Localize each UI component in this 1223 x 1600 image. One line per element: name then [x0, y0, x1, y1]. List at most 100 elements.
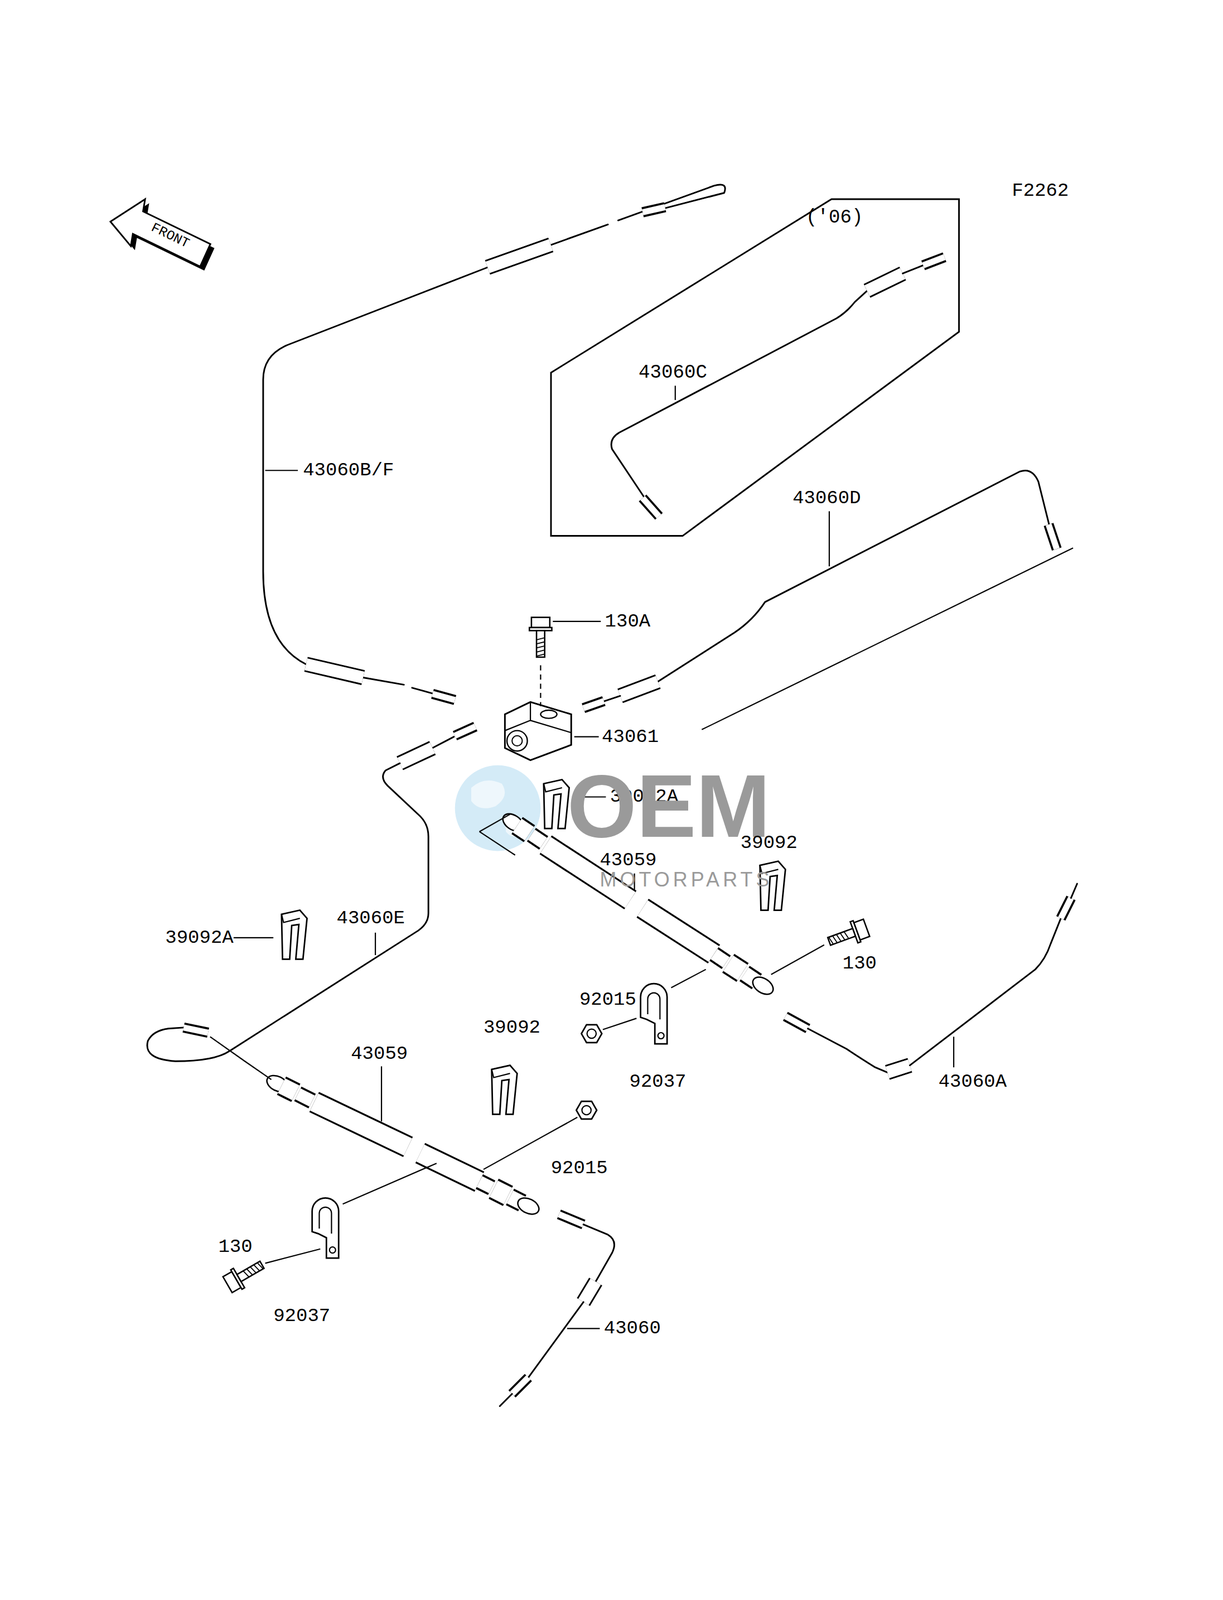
year-variant-box: ('06)43060C — [550, 199, 960, 536]
brake-pipe — [808, 1028, 888, 1073]
callout-number: 43059 — [599, 850, 657, 870]
brake-pipe — [887, 1065, 910, 1073]
brake-hose — [531, 834, 544, 843]
brake-hose — [531, 834, 544, 843]
brake-pipe — [1070, 883, 1077, 898]
leader-line — [479, 814, 516, 855]
brake-pipe — [1060, 897, 1071, 919]
callout-number: 43060E — [336, 908, 405, 928]
callout-number: 39092 — [740, 833, 798, 853]
brake-pipe — [909, 917, 1061, 1065]
callout-number: 130 — [842, 953, 877, 973]
brake-hose — [713, 953, 727, 963]
brake-hose — [281, 1085, 297, 1093]
leader-line — [602, 1017, 637, 1029]
leader-line — [539, 665, 541, 707]
figure-code: F2262 — [1011, 181, 1069, 201]
callout-number: 39092A — [165, 927, 234, 947]
brake-hose — [297, 1093, 313, 1101]
callout-number: 130 — [218, 1236, 253, 1256]
nut-symbol — [576, 1100, 597, 1119]
brake-pipe — [642, 206, 665, 212]
brake-pipe — [528, 1301, 584, 1377]
brake-pipe — [558, 1214, 584, 1225]
brake-pipe — [487, 244, 551, 268]
brake-pipe — [583, 470, 1057, 708]
brake-pipe — [867, 273, 903, 291]
callout-number: 92015 — [579, 989, 637, 1009]
brake-pipe — [642, 206, 665, 212]
brake-pipe — [620, 681, 659, 696]
brake-pipe — [922, 257, 945, 266]
direction-arrow: FRONT — [110, 199, 213, 281]
leader-line — [828, 510, 830, 567]
leader-line — [674, 385, 676, 400]
clamp-symbol — [640, 983, 668, 1044]
node-label: 43060C — [638, 362, 708, 382]
brake-pipe — [583, 1224, 615, 1281]
leader-line — [574, 736, 599, 738]
brake-hose — [515, 1194, 542, 1218]
watermark-globe — [455, 765, 541, 852]
brake-hose — [281, 1085, 297, 1093]
clamp-symbol — [312, 1197, 340, 1258]
callout-number: 43060D — [792, 488, 861, 508]
node-outline — [110, 199, 213, 281]
brake-hose — [516, 825, 530, 834]
brake-pipe — [147, 762, 429, 1061]
brake-hose — [493, 1188, 509, 1196]
brake-pipe — [583, 1280, 596, 1302]
brake-pipe — [455, 726, 476, 736]
callout-number: 43060 — [603, 1318, 661, 1338]
watermark: OEM — [567, 761, 771, 851]
leader-line — [342, 1162, 437, 1204]
brake-pipe — [263, 267, 488, 664]
brake-pipe — [499, 1214, 615, 1406]
brake-pipe — [1060, 897, 1071, 919]
joint-block — [504, 701, 572, 733]
brake-pipe — [785, 1016, 808, 1029]
brake-hose — [749, 973, 777, 998]
brake-pipe — [432, 693, 456, 700]
clip-symbol — [491, 1065, 518, 1115]
leader-line — [701, 547, 1073, 730]
brake-hose — [493, 1188, 509, 1196]
callout-number: 43060A — [938, 1071, 1007, 1091]
watermark: MOTORPARTS — [599, 869, 773, 890]
brake-pipe — [183, 1027, 209, 1033]
leader-line — [380, 1065, 383, 1121]
leader-line — [567, 1327, 601, 1329]
brake-pipe — [658, 470, 1051, 681]
brake-pipe — [511, 1376, 529, 1394]
joint-block — [506, 730, 528, 752]
brake-pipe — [432, 693, 456, 700]
brake-pipe — [399, 747, 433, 763]
brake-hose — [479, 1181, 492, 1188]
bolt-symbol — [825, 916, 871, 952]
brake-pipe — [620, 681, 659, 696]
brake-pipe — [887, 1065, 910, 1073]
callout-number: 92037 — [273, 1306, 331, 1326]
leader-line — [265, 469, 299, 471]
watermark-globe — [455, 765, 541, 852]
bolt-symbol — [529, 617, 552, 657]
brake-pipe — [399, 747, 433, 763]
callout-number: 39092 — [483, 1017, 541, 1037]
callout-number: 43060B/F — [302, 460, 394, 480]
callout-number: 43061 — [601, 727, 659, 747]
brake-pipe — [511, 1376, 529, 1394]
brake-pipe — [922, 257, 945, 266]
brake-pipe — [306, 664, 364, 678]
brake-pipe — [432, 736, 454, 748]
joint-block — [511, 735, 522, 746]
brake-pipe — [183, 1027, 209, 1033]
joint-block — [504, 701, 572, 760]
node-border — [550, 199, 960, 536]
brake-pipe — [611, 257, 945, 517]
leader-line — [771, 944, 825, 975]
brake-hose — [313, 1101, 480, 1182]
brake-pipe — [583, 701, 604, 709]
leader-line — [265, 1248, 321, 1264]
brake-hose — [713, 953, 727, 963]
brake-pipe — [902, 265, 924, 274]
